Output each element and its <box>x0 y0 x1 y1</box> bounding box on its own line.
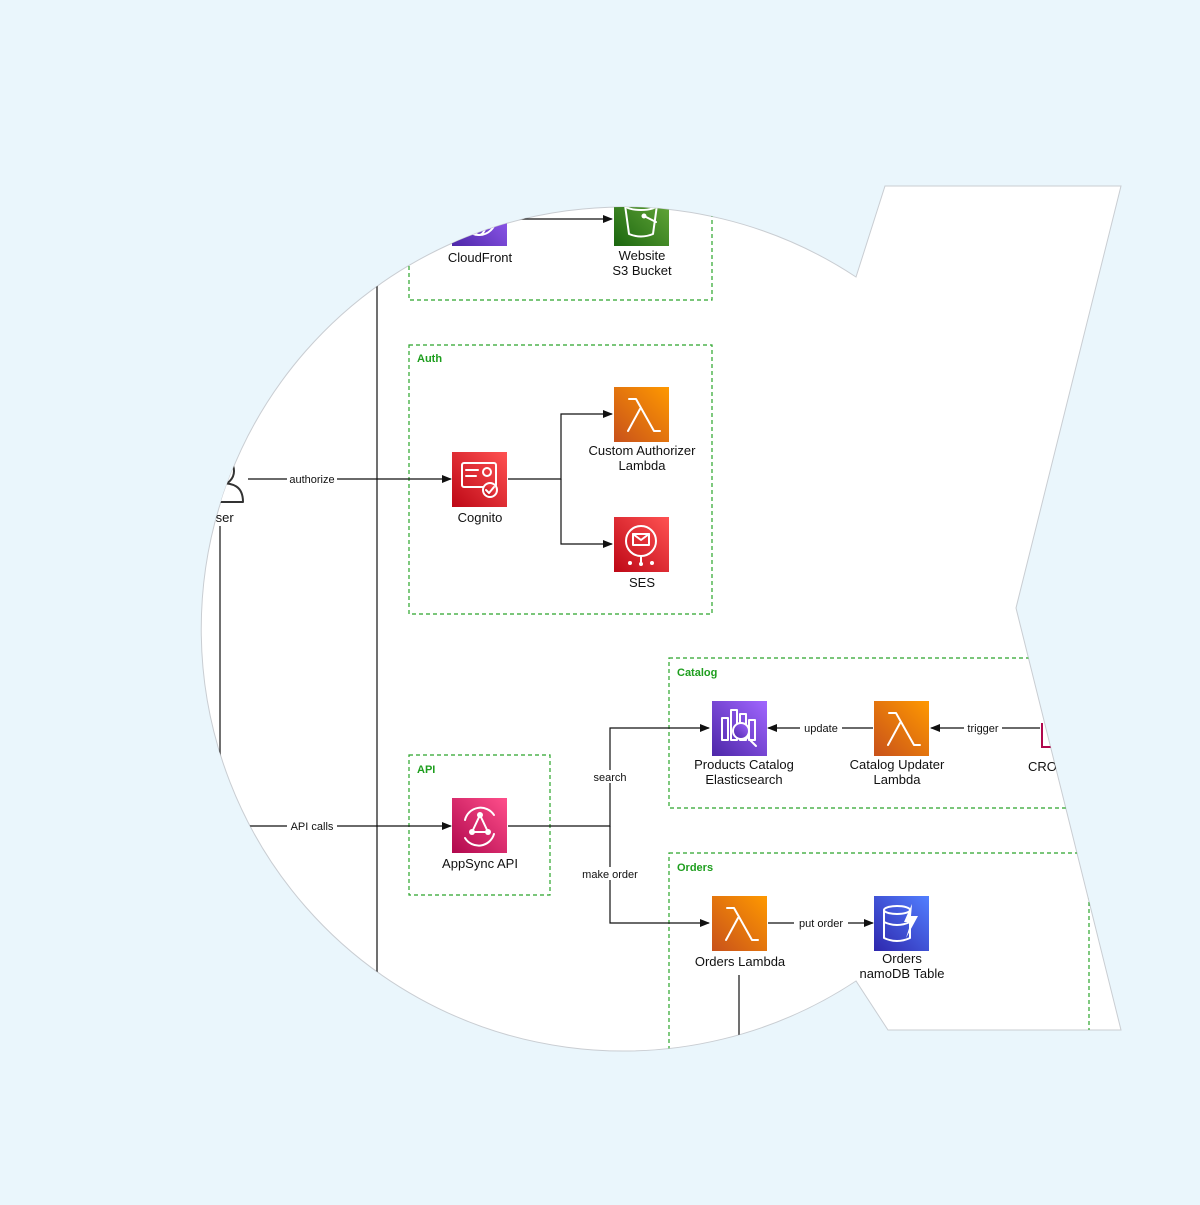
group-label-orders: Orders <box>677 862 713 874</box>
authorizer-label-line1: Custom Authorizer <box>589 443 697 458</box>
orders-lambda-label: Orders Lambda <box>695 954 786 969</box>
updater-label-line1: Catalog Updater <box>850 757 945 772</box>
edge-make-order <box>609 826 710 927</box>
cloudfront-label: CloudFront <box>448 250 513 265</box>
cognito-label: Cognito <box>458 510 503 525</box>
edge-label-put-order: put order <box>799 918 843 930</box>
edge-label-trigger: trigger <box>967 723 999 735</box>
s3-label-line2: S3 Bucket <box>612 263 672 278</box>
edge-label-make-order: make order <box>582 869 638 881</box>
group-catalog <box>668 657 1070 809</box>
lambda-icon[interactable] <box>874 701 929 756</box>
group-api <box>408 754 551 896</box>
diagram-crop <box>200 185 1122 1052</box>
es-label-line2: Elasticsearch <box>705 772 782 787</box>
cloudfront-icon[interactable] <box>452 191 507 246</box>
lambda-icon[interactable] <box>614 387 669 442</box>
group-label-api: API <box>417 764 435 776</box>
dynamo-label-line2: namoDB Table <box>859 966 944 981</box>
es-label-line1: Products Catalog <box>694 757 794 772</box>
lambda-icon[interactable] <box>712 896 767 951</box>
authorizer-label-line2: Lambda <box>619 458 667 473</box>
updater-label-line2: Lambda <box>874 772 922 787</box>
edge-label-api-calls: API calls <box>291 821 334 833</box>
s3-bucket-icon[interactable] <box>614 191 669 246</box>
edge-label-update: update <box>804 723 838 735</box>
s3-label-line1: Website <box>619 248 666 263</box>
appsync-icon[interactable] <box>452 798 507 853</box>
edge-label-authorize: authorize <box>289 474 334 486</box>
dynamo-label-line1: Orders <box>882 951 922 966</box>
edge-cognito-ses <box>560 479 613 548</box>
group-label-auth: Auth <box>417 353 442 365</box>
dynamodb-icon[interactable] <box>874 896 929 951</box>
cognito-icon[interactable] <box>452 452 507 507</box>
edge-cognito-authorizer <box>508 410 613 480</box>
group-label-catalog: Catalog <box>677 667 717 679</box>
ses-label: SES <box>629 575 655 590</box>
user-label: User <box>206 510 234 525</box>
group-orders <box>668 852 1090 1051</box>
appsync-label: AppSync API <box>442 856 518 871</box>
cron-label: CRO <box>1028 759 1057 774</box>
ses-icon[interactable] <box>614 517 669 572</box>
edge-label-search: search <box>593 772 626 784</box>
elasticsearch-icon[interactable] <box>712 701 767 756</box>
